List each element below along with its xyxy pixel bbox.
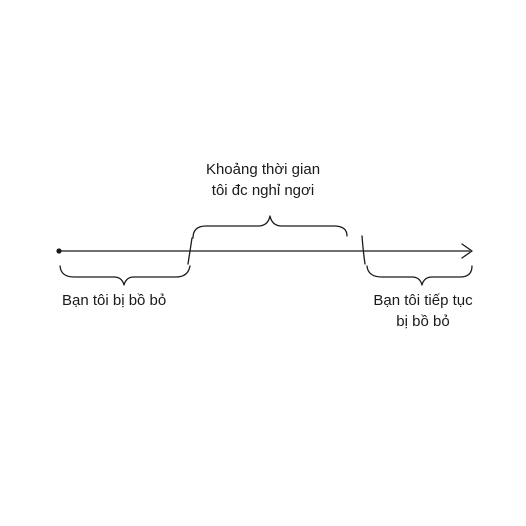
brace-bullied-period xyxy=(59,265,191,286)
label-bullied-text: Bạn tôi bị bồ bỏ xyxy=(62,292,167,309)
brace-rest-period xyxy=(192,215,348,239)
label-rest-line1: Khoảng thời gian xyxy=(205,161,321,178)
label-continued-line1: Bạn tôi tiếp tục xyxy=(373,292,473,309)
timeline-arrow-head xyxy=(461,243,473,259)
label-continued-line2: bị bồ bỏ xyxy=(396,313,450,330)
label-bullied-period: Bạn tôi bị bồ bỏ xyxy=(62,290,202,311)
brace-continued-period xyxy=(366,265,473,286)
tick-mark-second xyxy=(361,235,366,265)
tick-mark-first xyxy=(187,237,193,265)
label-rest-period: Khoảng thời gian tôi đc nghỉ ngơi xyxy=(168,159,358,201)
label-continued-period: Bạn tôi tiếp tục bị bồ bỏ xyxy=(348,290,498,332)
label-rest-line2: tôi đc nghỉ ngơi xyxy=(211,182,315,199)
